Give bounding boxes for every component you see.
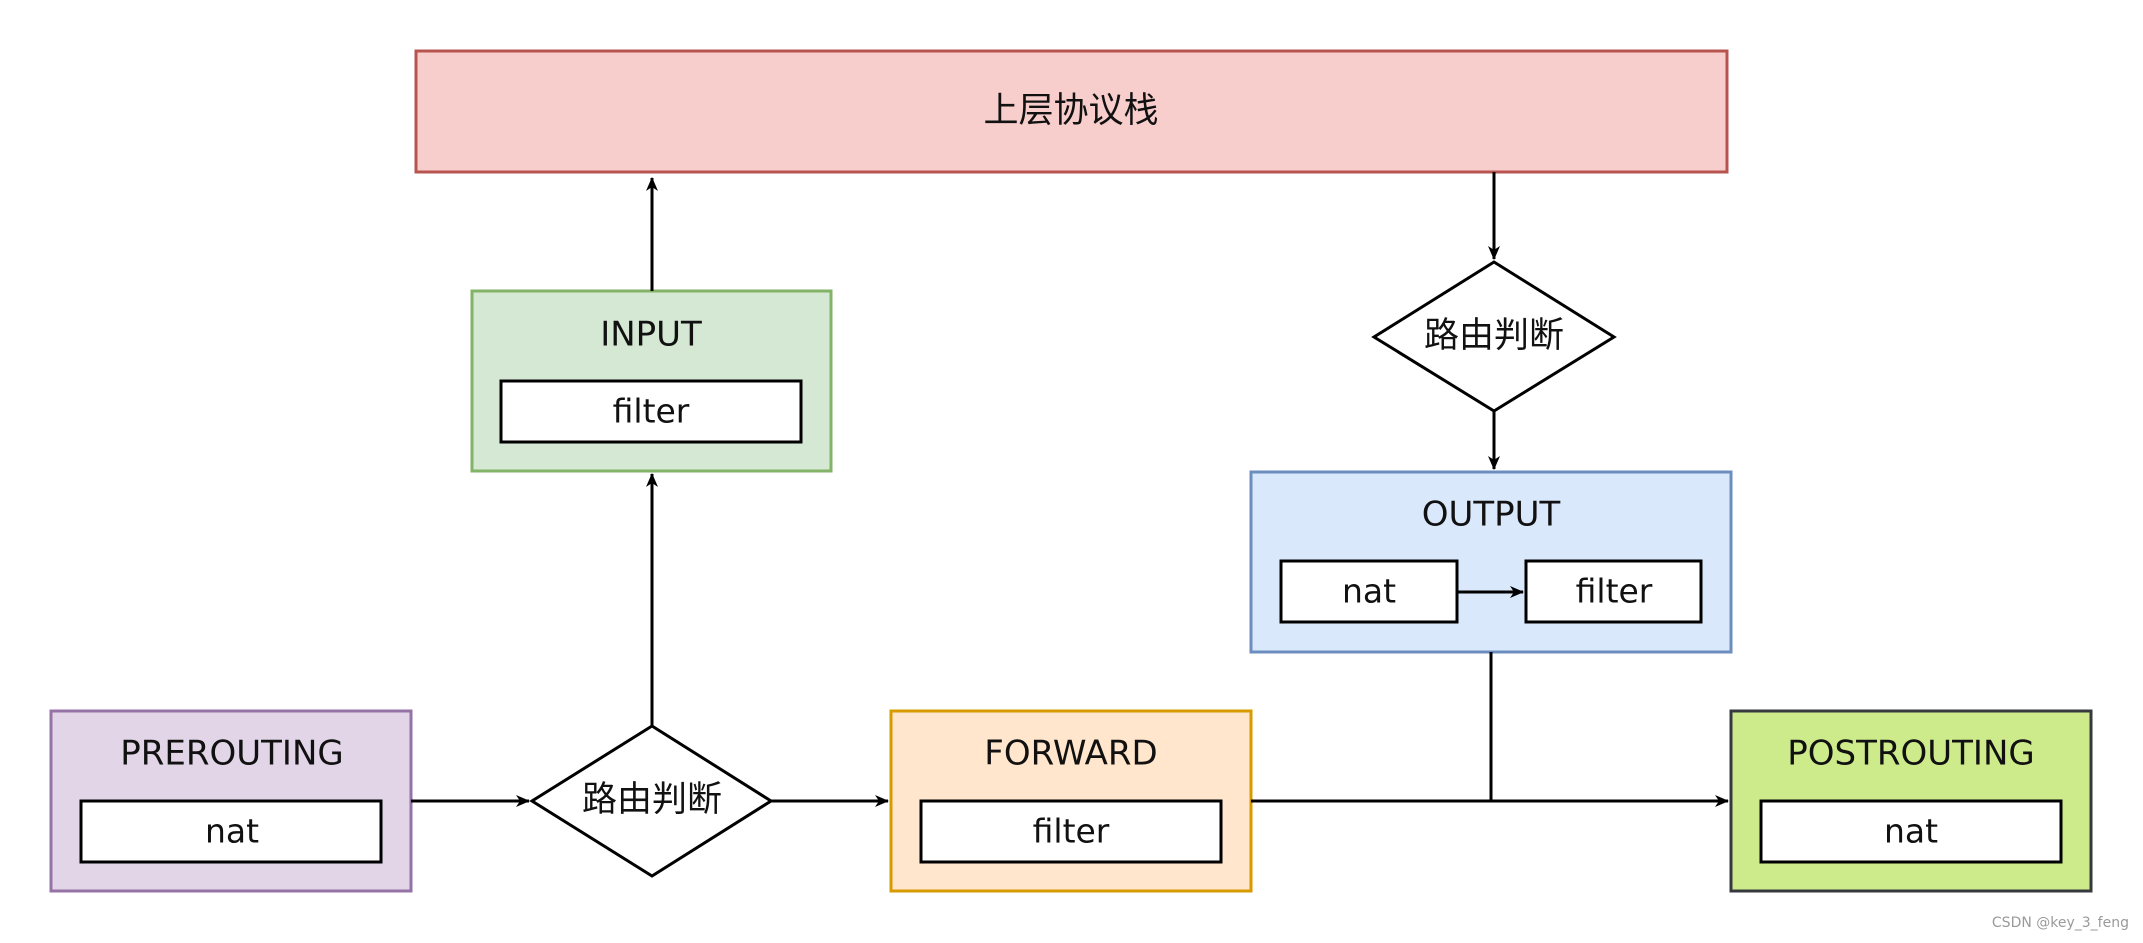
prerouting-chain-title: PREROUTING bbox=[120, 734, 343, 774]
output-chain-title: OUTPUT bbox=[1422, 495, 1561, 535]
output-nat-table-label: nat bbox=[1342, 572, 1396, 611]
input-chain-box: INPUT filter bbox=[470, 289, 833, 473]
route-decision-diamond-bottom: 路由判断 bbox=[529, 724, 774, 878]
forward-filter-table-box bbox=[919, 799, 1223, 864]
forward-chain-title: FORWARD bbox=[984, 734, 1157, 774]
postrouting-chain-box: POSTROUTING nat bbox=[1729, 709, 2093, 893]
connectors bbox=[411, 172, 1729, 807]
output-filter-table-label: filter bbox=[1576, 572, 1653, 611]
postrouting-nat-table-label: nat bbox=[1884, 812, 1938, 851]
forward-filter-table-label: filter bbox=[1033, 812, 1110, 851]
route-decision-top-label: 路由判断 bbox=[1424, 316, 1564, 356]
upper-protocol-stack-label: 上层协议栈 bbox=[983, 91, 1158, 131]
postrouting-nat-table-box bbox=[1759, 799, 2063, 864]
prerouting-nat-table-label: nat bbox=[205, 812, 259, 851]
upper-protocol-stack-box: 上层协议栈 bbox=[414, 49, 1729, 174]
input-filter-table-label: filter bbox=[613, 392, 690, 431]
route-decision-diamond-top: 路由判断 bbox=[1371, 260, 1617, 413]
prerouting-nat-table-box bbox=[79, 799, 383, 864]
input-filter-table-box bbox=[499, 379, 803, 444]
route-decision-bottom-label: 路由判断 bbox=[582, 780, 722, 820]
output-chain-box: OUTPUT nat filter bbox=[1249, 470, 1733, 654]
forward-chain-box: FORWARD filter bbox=[889, 709, 1253, 893]
prerouting-chain-box: PREROUTING nat bbox=[49, 709, 413, 893]
input-chain-title: INPUT bbox=[600, 315, 702, 355]
output-filter-table-box bbox=[1524, 559, 1703, 624]
watermark-text: CSDN @key_3_feng bbox=[1991, 915, 2129, 931]
postrouting-chain-title: POSTROUTING bbox=[1787, 734, 2034, 774]
